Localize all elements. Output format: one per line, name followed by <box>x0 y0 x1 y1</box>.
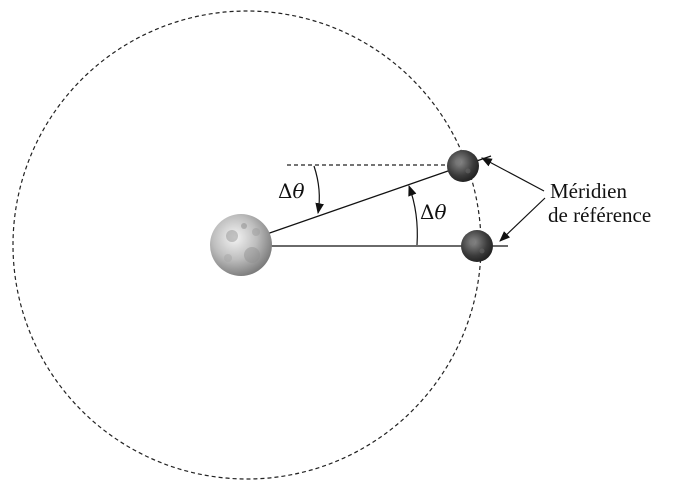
reference-arrow-lower <box>499 197 546 242</box>
orbiting-body-initial <box>461 230 493 262</box>
orbiting-body-rotated <box>447 150 479 182</box>
lower-angle-arc <box>408 184 418 246</box>
reference-arrow-upper <box>481 157 545 192</box>
lower-angle-label: Δθ <box>420 200 447 224</box>
upper-angle-label: Δθ <box>278 179 305 203</box>
upper-angle-arc <box>313 165 324 215</box>
central-body <box>210 214 272 276</box>
reference-meridian-label-line1: Méridien <box>550 179 627 203</box>
reference-meridian-label-line2: de référence <box>548 203 651 227</box>
